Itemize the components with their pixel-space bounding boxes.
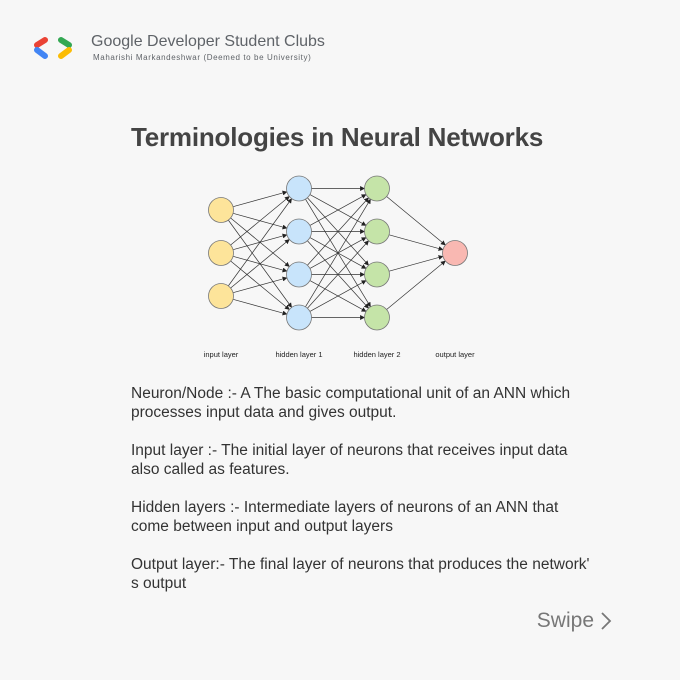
connection-edge xyxy=(386,196,446,246)
node-output-layer xyxy=(442,240,468,266)
layer-label-output-layer: output layer xyxy=(435,350,475,359)
node-hidden-layer-2 xyxy=(364,261,390,288)
brand-name: Google Developer Student Clubs xyxy=(91,33,325,50)
chevron-right-icon xyxy=(601,612,612,630)
definitions-list: Neuron/Node :- A The basic computational… xyxy=(131,384,591,612)
connection-edge xyxy=(388,255,444,272)
connection-edge xyxy=(307,197,369,266)
connection-edge xyxy=(305,198,371,307)
node-hidden-layer-2 xyxy=(364,175,390,202)
connection-edge xyxy=(388,234,444,251)
node-input-layer xyxy=(208,197,234,223)
connection-edge xyxy=(307,240,369,309)
swipe-button[interactable]: Swipe xyxy=(537,609,612,633)
connection-edge xyxy=(309,194,367,226)
node-hidden-layer-1 xyxy=(286,261,312,288)
node-hidden-layer-2 xyxy=(364,304,390,331)
node-hidden-layer-2 xyxy=(364,218,390,245)
node-hidden-layer-1 xyxy=(286,175,312,202)
definition-hidden-layers: Hidden layers :- Intermediate layers of … xyxy=(131,499,559,535)
connection-edge xyxy=(232,298,288,316)
node-input-layer xyxy=(208,240,234,266)
connection-edge xyxy=(228,198,292,287)
gdsc-logo-icon xyxy=(34,37,72,59)
brand-subtitle: Maharishi Markandeshwar (Deemed to be Un… xyxy=(93,53,312,62)
connection-edge xyxy=(230,196,290,246)
layer-label-hidden-layer-1: hidden layer 1 xyxy=(275,350,322,359)
definition-neuron: Neuron/Node :- A The basic computational… xyxy=(131,385,571,421)
connection-edge xyxy=(386,260,446,310)
definition-input-layer: Input layer :- The initial layer of neur… xyxy=(131,442,568,478)
connection-edge xyxy=(309,280,367,312)
layer-label-hidden-layer-2: hidden layer 2 xyxy=(353,350,400,359)
connection-edge xyxy=(230,239,290,289)
node-hidden-layer-1 xyxy=(286,304,312,331)
connection-edge xyxy=(232,190,288,208)
layer-label-input-layer: input layer xyxy=(204,350,239,359)
page-title: Terminologies in Neural Networks xyxy=(131,122,544,152)
connection-edge xyxy=(232,276,288,294)
definition-output-layer: Output layer:- The final layer of neuron… xyxy=(131,556,590,592)
swipe-label: Swipe xyxy=(536,609,594,632)
node-hidden-layer-1 xyxy=(286,218,312,245)
node-input-layer xyxy=(208,283,234,309)
